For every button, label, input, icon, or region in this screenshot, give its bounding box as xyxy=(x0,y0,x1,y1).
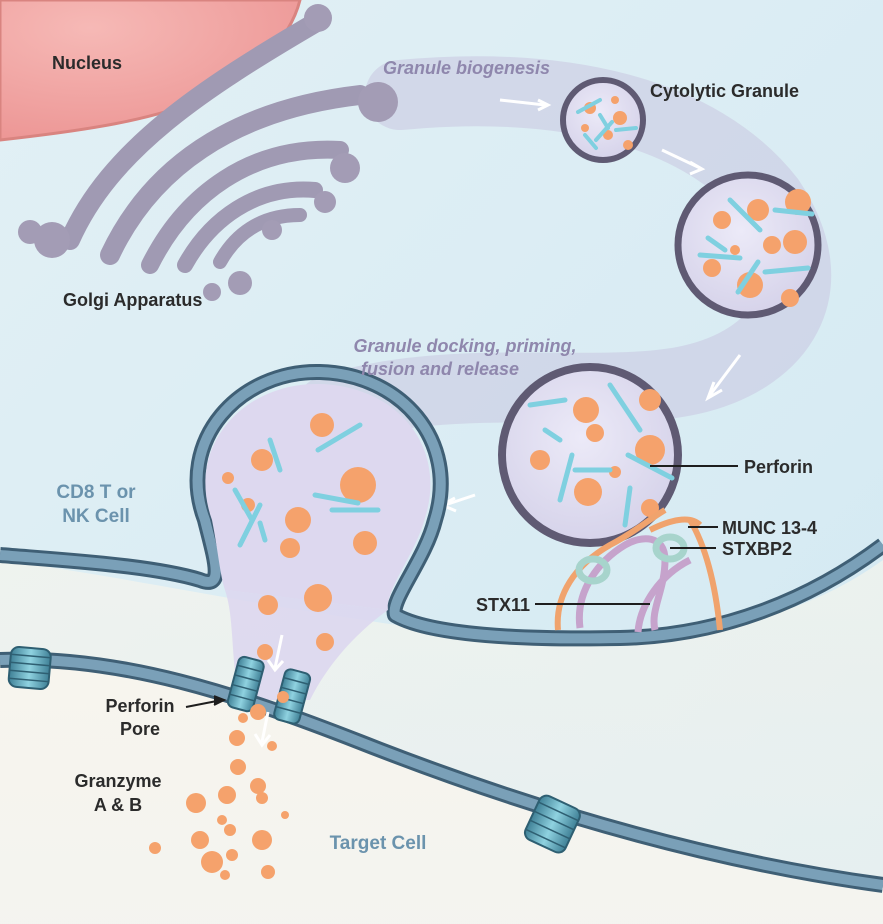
granule-biogenesis-label: Granule biogenesis xyxy=(383,58,550,78)
released-granzymes xyxy=(149,584,334,880)
perforin-pore-center xyxy=(226,655,312,725)
fused-granule-contents xyxy=(222,413,381,558)
perforin-pore-label-line2: Pore xyxy=(120,719,160,739)
granzyme-label-line2: A & B xyxy=(94,795,142,815)
perforin-pore-left xyxy=(7,645,52,690)
release-arrows xyxy=(253,634,285,748)
release-plume xyxy=(225,590,388,700)
golgi-vesicles xyxy=(18,4,398,301)
perforin-pore-right xyxy=(523,794,581,854)
effector-cell-membrane xyxy=(0,366,883,644)
snare-machinery xyxy=(554,507,723,633)
cytolytic-granule-label: Cytolytic Granule xyxy=(650,81,799,101)
golgi-apparatus xyxy=(60,10,370,274)
granzyme-label-line1: Granzyme xyxy=(74,771,161,791)
leader-lines xyxy=(185,465,738,708)
target-cell-label: Target Cell xyxy=(330,833,427,854)
munc-label: MUNC 13-4 xyxy=(722,518,817,538)
granule-medium xyxy=(674,171,822,319)
docking-label-line1: Granule docking, priming, xyxy=(353,336,576,356)
granule-docked xyxy=(498,363,682,547)
docking-label-line2: fusion and release xyxy=(361,359,519,379)
trafficking-arrows xyxy=(438,98,742,513)
golgi-label: Golgi Apparatus xyxy=(63,290,202,310)
nucleus-label: Nucleus xyxy=(52,53,122,73)
stxbp2-label: STXBP2 xyxy=(722,539,792,559)
perforin-pore-label-line1: Perforin xyxy=(105,696,174,716)
effector-cell-label-line2: NK Cell xyxy=(62,506,130,527)
stx11-label: STX11 xyxy=(476,595,530,615)
perforin-label: Perforin xyxy=(744,457,813,477)
granule-small xyxy=(560,77,646,163)
effector-cell-label-line1: CD8 T or xyxy=(56,482,136,503)
target-membrane xyxy=(0,654,883,890)
